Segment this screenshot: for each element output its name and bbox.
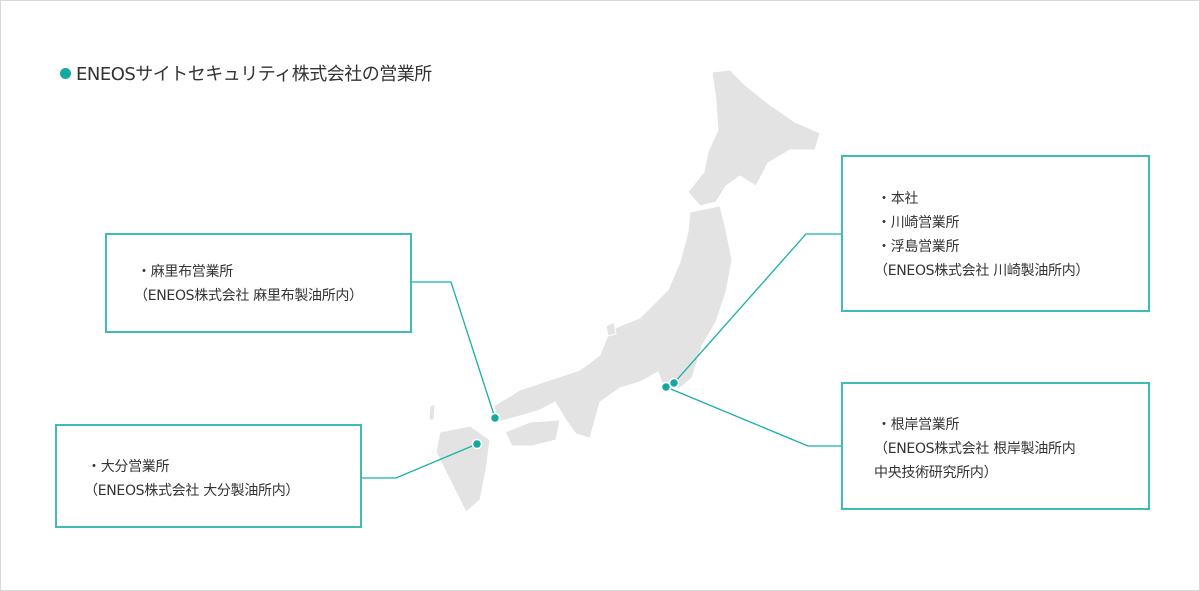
bullet-dot-icon	[60, 67, 71, 79]
office-name: ・麻里布営業所	[137, 264, 233, 280]
oita-connector-line	[361, 443, 478, 479]
office-name: ・浮島営業所	[877, 239, 960, 255]
office-location: （ENEOS株式会社 川崎製油所内）	[874, 263, 1090, 279]
tsushima-island	[428, 403, 436, 421]
office-location: （ENEOS株式会社 大分製油所内）	[84, 483, 300, 499]
office-name: ・本社	[877, 191, 919, 207]
negishi-location-marker	[660, 381, 672, 393]
mariifu-location-marker	[489, 412, 501, 424]
mariifu-office-box: ・麻里布営業所 （ENEOS株式会社 麻里布製油所内）	[105, 233, 412, 333]
oita-office-box: ・大分営業所 （ENEOS株式会社 大分製油所内）	[55, 424, 362, 528]
oita-location-marker	[471, 438, 483, 450]
negishi-connector-line	[665, 386, 841, 447]
office-name: ・根岸営業所	[877, 417, 960, 433]
page-title-text: ENEOSサイトセキュリティ株式会社の営業所	[76, 64, 432, 85]
hokkaido-region	[687, 69, 821, 207]
sado-island	[605, 321, 617, 337]
page-title: ENEOSサイトセキュリティ株式会社の営業所	[60, 60, 432, 86]
office-name: ・大分営業所	[87, 459, 170, 475]
kawasaki-location-marker	[668, 377, 680, 389]
kyushu-region	[435, 425, 491, 513]
office-location: （ENEOS株式会社 根岸製油所内	[874, 441, 1076, 457]
kawasaki-connector-line	[673, 233, 841, 384]
mariifu-connector-line	[411, 281, 496, 419]
negishi-office-box: ・根岸営業所 （ENEOS株式会社 根岸製油所内 中央技術研究所内）	[841, 382, 1150, 510]
office-location: 中央技術研究所内）	[874, 465, 998, 481]
office-name: ・川崎営業所	[877, 215, 960, 231]
kawasaki-office-box: ・本社 ・川崎営業所 ・浮島営業所 （ENEOS株式会社 川崎製油所内）	[841, 155, 1150, 312]
office-location: （ENEOS株式会社 麻里布製油所内）	[134, 288, 363, 304]
shikoku-region	[504, 419, 561, 447]
